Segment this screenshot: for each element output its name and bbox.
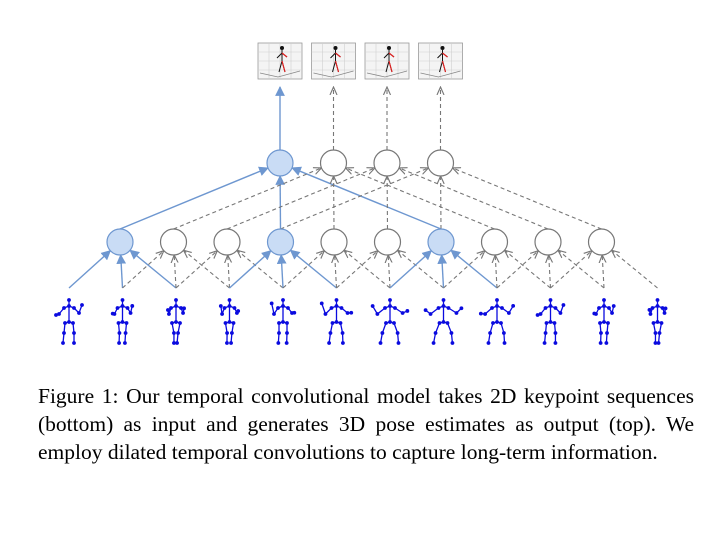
inactive-edge [228, 255, 230, 289]
hidden-node [534, 228, 562, 256]
inactive-edge [344, 250, 391, 289]
connection-edges [68, 86, 658, 289]
hidden-node [427, 228, 455, 256]
active-edge [289, 249, 337, 289]
skeleton-2d [110, 298, 135, 345]
inactive-edge [550, 251, 592, 289]
inactive-edge [399, 168, 549, 230]
active-edge [229, 250, 272, 289]
caption-label: Figure 1: [38, 384, 119, 408]
inactive-edge [174, 255, 176, 289]
inactive-edge [549, 255, 551, 289]
inactive-edge [453, 168, 602, 230]
inactive-edge [612, 250, 658, 289]
pose-3d-thumbnail [257, 42, 303, 80]
inactive-edge [496, 251, 538, 289]
skeleton-2d [54, 298, 84, 345]
skeleton-2d [218, 298, 241, 345]
hidden-node [320, 228, 348, 256]
active-edge [389, 250, 433, 289]
inactive-edge [336, 251, 378, 289]
inactive-edge [388, 255, 390, 289]
skeleton-2d [269, 298, 297, 345]
temporal-convolution-diagram [54, 42, 668, 345]
active-edge [119, 166, 269, 230]
output-node [319, 149, 348, 177]
network-nodes [106, 149, 616, 256]
inactive-edge [346, 168, 495, 230]
inactive-edge [335, 255, 337, 289]
figure-caption: Figure 1: Our temporal convolutional mod… [38, 382, 694, 466]
hidden-node [587, 228, 616, 256]
hidden-node [373, 228, 402, 256]
skeleton-2d [535, 298, 566, 345]
hidden-node [106, 228, 134, 256]
caption-text: Our temporal convolutional model takes 2… [38, 384, 694, 464]
skeleton-2d [647, 298, 668, 345]
hidden-node [480, 228, 509, 256]
inactive-edge [558, 250, 605, 289]
active-edge [291, 166, 442, 230]
skeleton-2d [592, 298, 616, 345]
skeleton-2d [423, 298, 464, 345]
inactive-edge [184, 250, 230, 289]
inactive-edge [602, 255, 604, 289]
inactive-edge [173, 168, 322, 230]
active-edge [276, 254, 287, 289]
active-edge [437, 254, 448, 289]
inactive-edge [282, 251, 324, 289]
output-3d-poses [257, 42, 463, 80]
skeleton-2d [370, 298, 410, 345]
inactive-edge [237, 250, 284, 289]
inactive-edge [495, 255, 497, 289]
active-edge [129, 249, 177, 289]
hidden-node [213, 228, 241, 256]
hidden-node [159, 228, 188, 256]
active-edge [68, 250, 112, 289]
output-node [266, 149, 294, 177]
skeleton-2d [319, 298, 354, 345]
pose-3d-thumbnail [418, 42, 463, 80]
inactive-edge [398, 250, 444, 289]
skeleton-2d [478, 298, 516, 345]
input-2d-keypoint-sequence [54, 298, 668, 345]
hidden-node [266, 228, 295, 256]
inactive-edge [175, 251, 217, 289]
output-node [373, 149, 401, 177]
inactive-edge [505, 250, 551, 289]
inactive-edge [280, 168, 429, 230]
output-node [426, 149, 455, 177]
inactive-edge [226, 168, 375, 230]
active-edge [450, 249, 498, 289]
inactive-edge [122, 251, 164, 289]
skeleton-2d [166, 298, 186, 345]
pose-3d-thumbnail [364, 42, 410, 80]
pose-3d-thumbnail [311, 42, 356, 80]
active-edge [116, 254, 127, 289]
inactive-edge [443, 251, 485, 289]
